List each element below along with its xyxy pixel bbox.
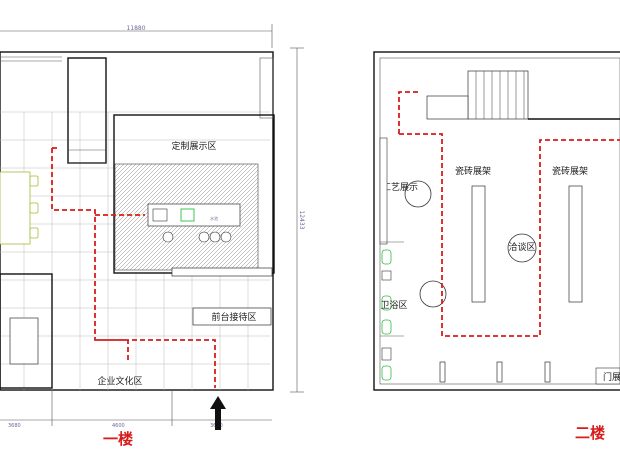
floor2-plan: 工艺展示 瓷砖展架 瓷砖展架 洽谈区 卫浴区 xyxy=(373,51,620,442)
tile-rack-right xyxy=(568,185,583,303)
sink-icon xyxy=(152,208,168,222)
floor1-title: 一楼 xyxy=(103,430,133,448)
tile-rack-left-label: 瓷砖展架 xyxy=(455,165,491,177)
floor2-wall-rack-left xyxy=(379,137,388,245)
floor1-visitor-route xyxy=(51,147,216,388)
reception-zone-label: 前台接待区 xyxy=(211,311,256,323)
chair-icon xyxy=(29,227,39,239)
staircase-icon xyxy=(426,70,529,120)
door-display-label: 门展 xyxy=(603,371,620,383)
floor1-dim-bottom-2: 4600 xyxy=(112,423,125,429)
floor1-dim-right: 12433 xyxy=(298,210,305,229)
stool-icon xyxy=(220,231,232,243)
floor1-plan: 11880 12433 xyxy=(0,24,305,448)
custom-display-zone-label: 定制展示区 xyxy=(171,140,216,152)
toilet-fixtures xyxy=(381,249,392,381)
floor2-round-display xyxy=(419,280,447,308)
chair-icon xyxy=(29,202,39,214)
floor2-bottom-posts xyxy=(439,361,551,383)
floor1-outer-wall xyxy=(0,51,274,391)
floor1-meeting-table xyxy=(0,171,31,245)
counter-small-label: 水池 xyxy=(210,215,218,221)
negotiation-table xyxy=(507,233,537,263)
floor1-column-shaft xyxy=(67,57,107,164)
floor2-visitor-route xyxy=(398,91,620,337)
toilet-zone-label: 卫浴区 xyxy=(380,300,407,311)
culture-zone-label: 企业文化区 xyxy=(97,375,142,387)
tile-rack-left xyxy=(471,185,486,303)
basin-fixtures xyxy=(381,270,392,361)
stool-icon xyxy=(209,231,221,243)
green-square-icon xyxy=(180,208,195,222)
toilet-icon xyxy=(381,365,392,381)
toilet-icon xyxy=(381,319,392,335)
floor1-display-table xyxy=(9,317,39,365)
toilet-icon xyxy=(381,295,392,311)
stool-row xyxy=(162,231,232,243)
floor2-outer-wall xyxy=(373,51,620,391)
entrance-arrow-icon xyxy=(210,396,226,430)
reception-zone-box xyxy=(192,307,272,326)
craft-display-stand xyxy=(404,180,432,208)
basin-icon xyxy=(381,347,392,361)
floor1-display-block xyxy=(0,273,53,389)
floor1-dim-top: 11880 xyxy=(126,25,145,32)
craft-display-label: 工艺展示 xyxy=(382,182,418,193)
floor1-partition xyxy=(171,267,273,277)
stool-icon xyxy=(162,231,174,243)
floor2-title: 二楼 xyxy=(575,424,605,442)
negotiation-label: 洽谈区 xyxy=(508,241,535,253)
tile-rack-right-label: 瓷砖展架 xyxy=(552,165,588,177)
basin-icon xyxy=(381,270,392,281)
stool-icon xyxy=(198,231,210,243)
floor1-chairs xyxy=(29,175,39,239)
floor1-dim-bottom-1: 3680 xyxy=(8,423,21,429)
chair-icon xyxy=(29,175,39,187)
floor1-pillar-right xyxy=(259,57,274,119)
toilet-icon xyxy=(381,249,392,265)
